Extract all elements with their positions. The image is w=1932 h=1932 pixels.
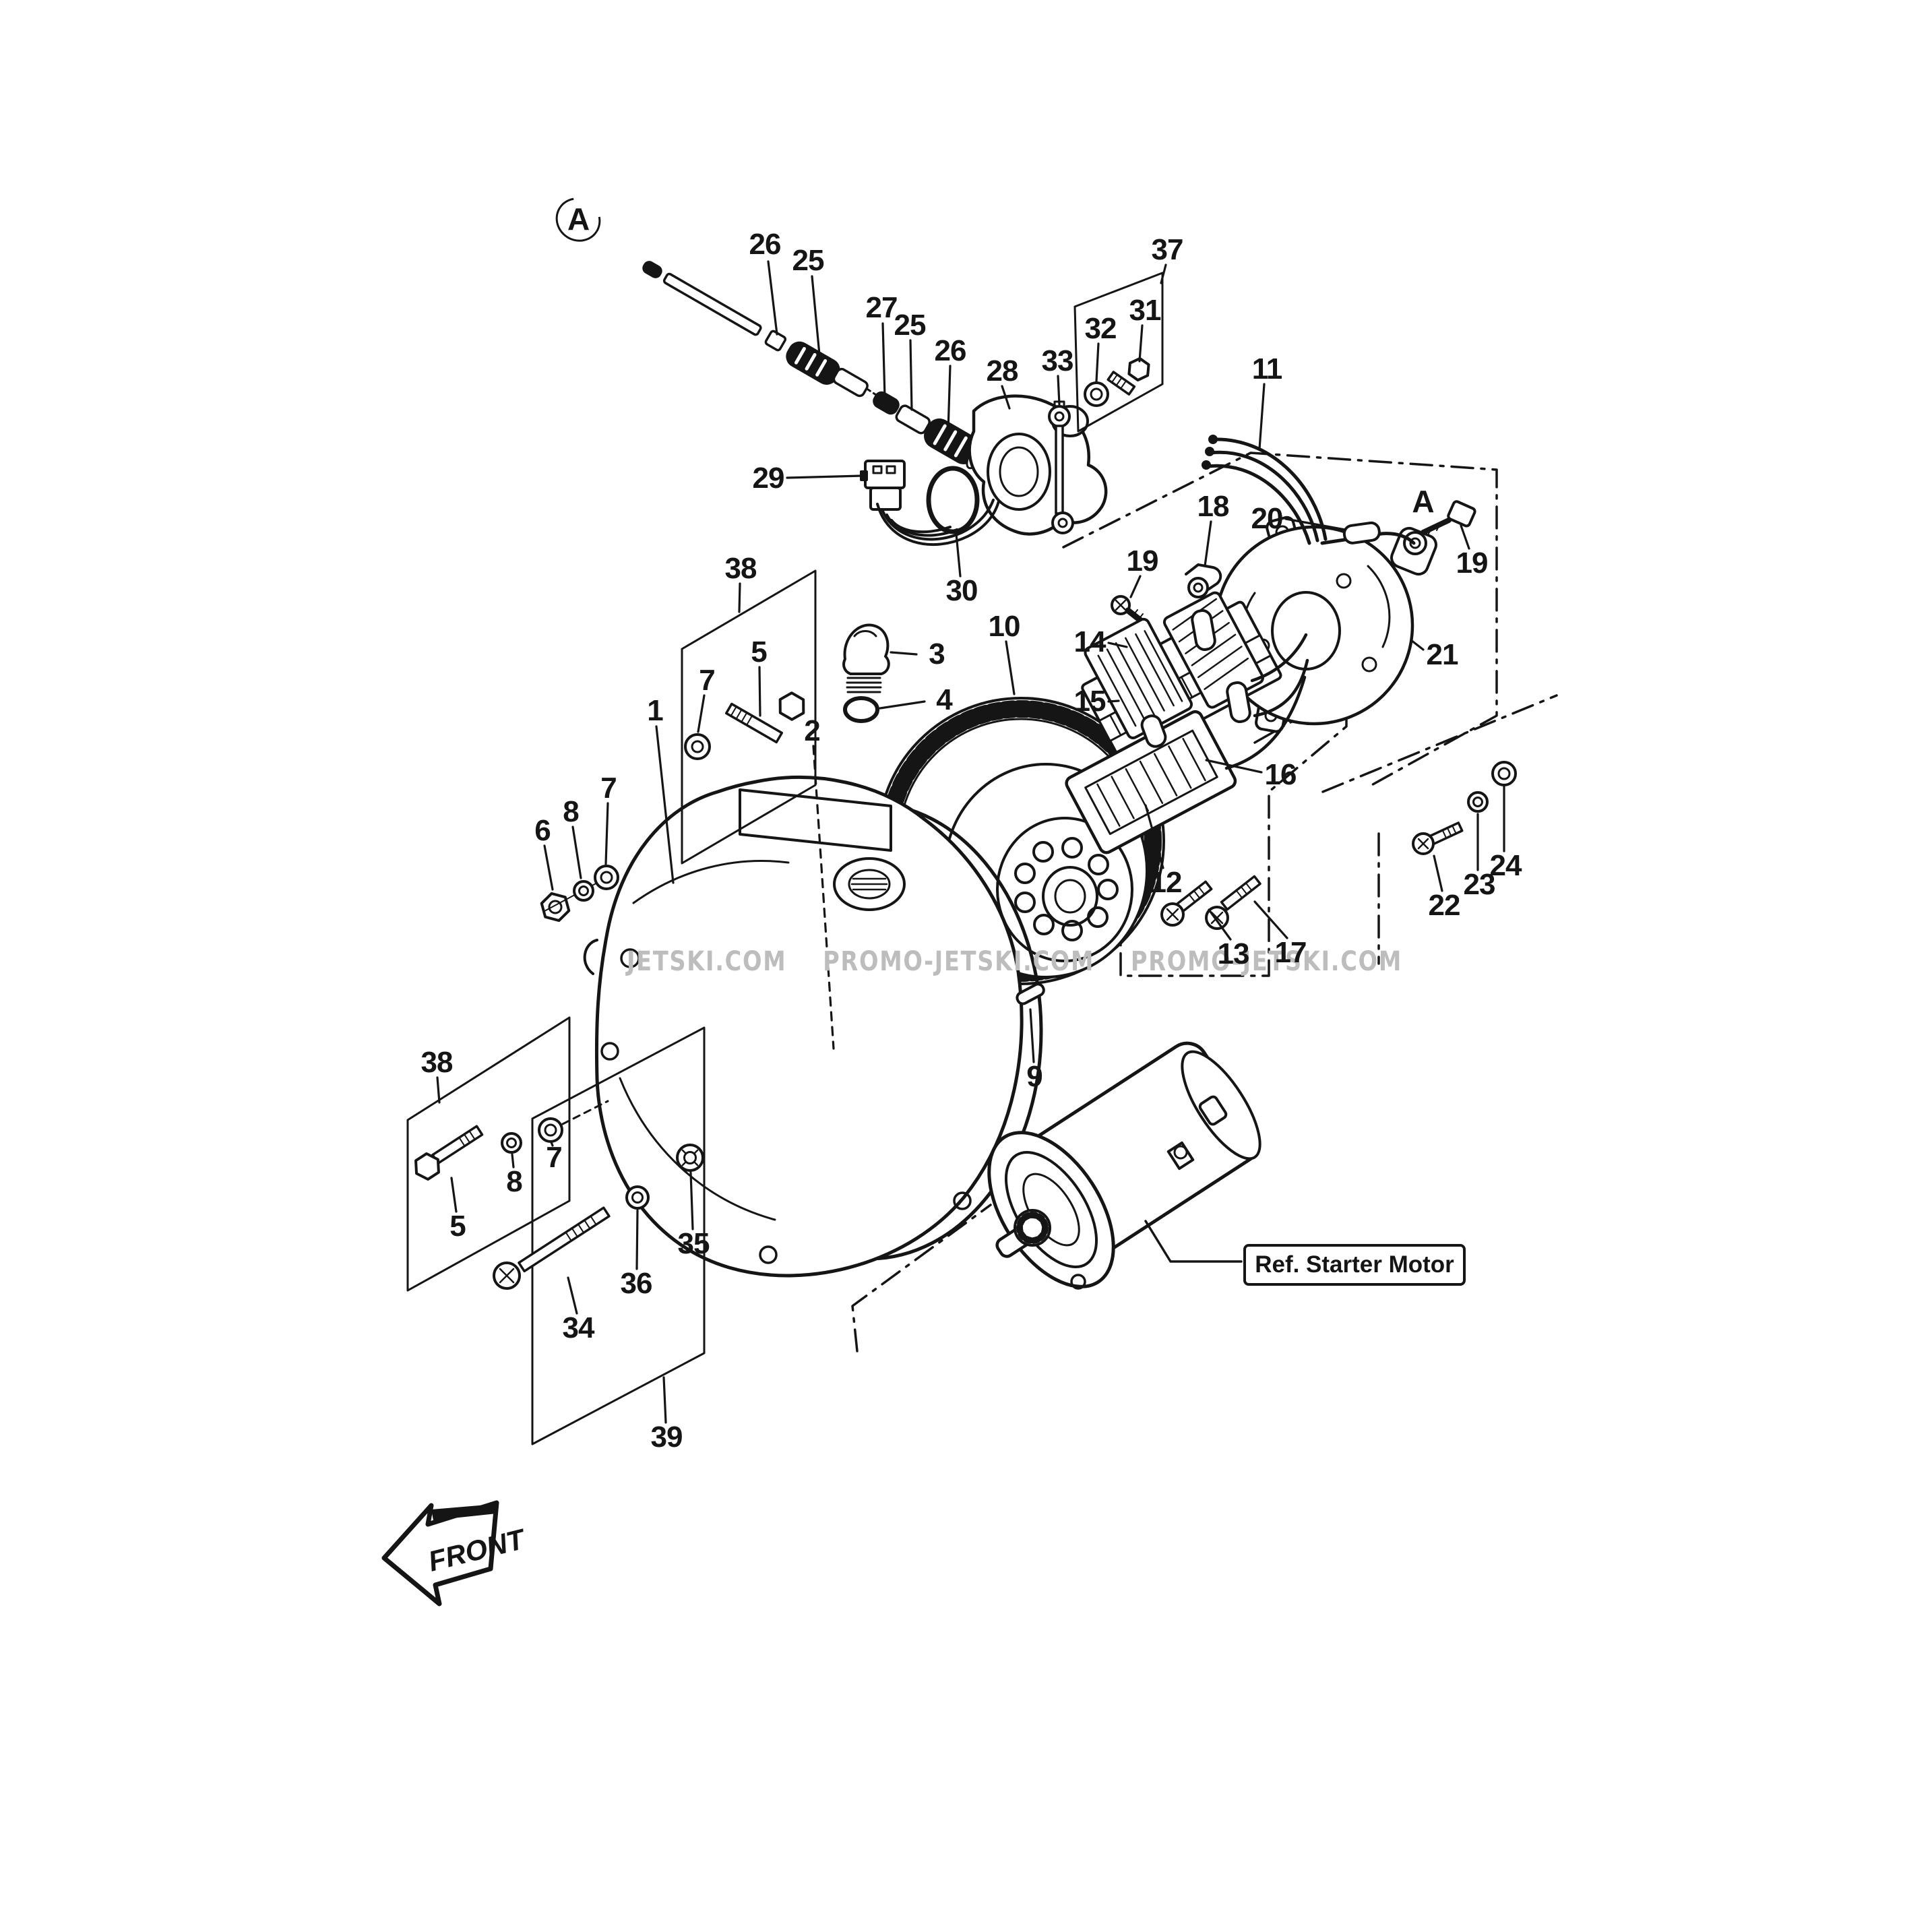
harness-wires <box>1206 437 1416 545</box>
callout-23: 23 <box>1463 868 1496 901</box>
condenser-pill <box>1226 681 1251 723</box>
kit-box-38-top <box>681 569 817 865</box>
callout-7: 7 <box>699 664 716 697</box>
callout-38: 38 <box>724 552 757 585</box>
washer-24 <box>1491 761 1517 786</box>
callout-21: 21 <box>1426 638 1459 671</box>
callout-1: 1 <box>647 694 664 727</box>
screw-13 <box>1160 880 1213 927</box>
callout-34: 34 <box>562 1311 595 1344</box>
screw-22 <box>1412 821 1464 855</box>
washer-7-left <box>594 865 619 890</box>
nut-35 <box>676 1144 704 1172</box>
callout-17: 17 <box>1274 936 1307 969</box>
callout-25: 25 <box>792 244 825 277</box>
washer-8-bottom <box>501 1132 522 1154</box>
kit-box-37 <box>1073 272 1164 433</box>
watermark-token: PROMO-JETSKI.COM <box>1130 946 1402 977</box>
callout-38: 38 <box>420 1046 454 1079</box>
kit-box-39 <box>531 1026 706 1445</box>
view-marker-a: A <box>1412 484 1435 519</box>
washer-36 <box>625 1185 650 1210</box>
callout-11: 11 <box>1251 352 1283 385</box>
callout-19: 19 <box>1126 544 1159 578</box>
callout-2: 2 <box>804 714 821 747</box>
speedo-cable-assembly <box>642 261 1012 481</box>
callout-20: 20 <box>1251 502 1284 535</box>
condenser-pill <box>1191 609 1216 651</box>
oil-plug-3 <box>842 623 890 723</box>
screw-19-left <box>1111 595 1150 629</box>
washer-7-bottom <box>538 1117 563 1143</box>
nut-6 <box>540 892 571 923</box>
callout-16: 16 <box>1264 758 1297 791</box>
watermark-token: JETSKI.COM <box>627 946 787 977</box>
bolt-5-bottom <box>414 1125 484 1181</box>
callout-5: 5 <box>449 1210 466 1243</box>
callout-12: 12 <box>1150 866 1183 899</box>
callout-8: 8 <box>563 795 580 828</box>
starter-motor <box>987 1041 1261 1290</box>
callout-29: 29 <box>752 462 785 495</box>
callout-8: 8 <box>506 1165 523 1198</box>
callout-31: 31 <box>1129 294 1162 327</box>
o-ring-4 <box>843 696 879 723</box>
callout-24: 24 <box>1489 849 1522 882</box>
callout-15: 15 <box>1073 685 1107 718</box>
callout-25: 25 <box>894 309 927 342</box>
callout-30: 30 <box>945 574 978 607</box>
callout-5: 5 <box>751 635 768 668</box>
lighting-coil <box>1065 675 1307 854</box>
washer-7-top <box>684 733 711 760</box>
o-ring-30 <box>926 466 980 534</box>
callout-18: 18 <box>1197 490 1230 523</box>
callout-3: 3 <box>929 637 945 671</box>
callout-13: 13 <box>1217 937 1250 970</box>
front-arrow: FRONT <box>381 1500 530 1607</box>
exciter-coil-assembly <box>1081 577 1309 763</box>
callout-10: 10 <box>988 610 1021 643</box>
ref-starter-motor-label: Ref. Starter Motor <box>1243 1244 1466 1286</box>
callout-14: 14 <box>1073 625 1107 658</box>
washer-8-left <box>573 880 594 902</box>
watermark-token: PROMO-JETSKI.COM <box>823 946 1095 977</box>
callout-19: 19 <box>1456 547 1489 580</box>
callout-27: 27 <box>865 291 898 324</box>
callout-6: 6 <box>534 814 551 847</box>
callout-33: 33 <box>1041 344 1074 377</box>
callout-22: 22 <box>1428 889 1461 922</box>
callout-39: 39 <box>650 1421 683 1454</box>
callout-7: 7 <box>600 772 617 805</box>
callout-9: 9 <box>1026 1060 1043 1093</box>
lead-sleeve-20 <box>1342 521 1381 544</box>
wire-clamp-18 <box>1185 563 1222 593</box>
bolt-5-top <box>725 691 805 744</box>
callout-28: 28 <box>986 354 1019 387</box>
screw-19-right <box>1421 500 1476 535</box>
screw-17 <box>1205 875 1261 930</box>
ref-label-leader <box>1144 1220 1243 1263</box>
callout-26: 26 <box>934 334 967 367</box>
callout-4: 4 <box>936 683 953 716</box>
leader-lines <box>436 260 1505 1424</box>
callout-36: 36 <box>620 1267 653 1300</box>
engine-cover <box>583 776 1024 1278</box>
pin-9 <box>1016 983 1045 1005</box>
callout-37: 37 <box>1151 233 1184 266</box>
ref-starter-motor-text: Ref. Starter Motor <box>1255 1251 1454 1278</box>
connector-29 <box>860 460 1000 546</box>
kit-box-38-bottom <box>406 1016 571 1292</box>
drive-housing <box>926 394 1108 536</box>
callout-35: 35 <box>677 1227 710 1260</box>
watermark: JETSKI.COM PROMO-JETSKI.COM PROMO-JETSKI.C… <box>627 946 1402 977</box>
bolt-34 <box>493 1206 611 1290</box>
callout-7: 7 <box>546 1141 563 1174</box>
callout-26: 26 <box>749 228 782 261</box>
washer-23 <box>1467 791 1489 813</box>
callout-32: 32 <box>1084 312 1117 345</box>
